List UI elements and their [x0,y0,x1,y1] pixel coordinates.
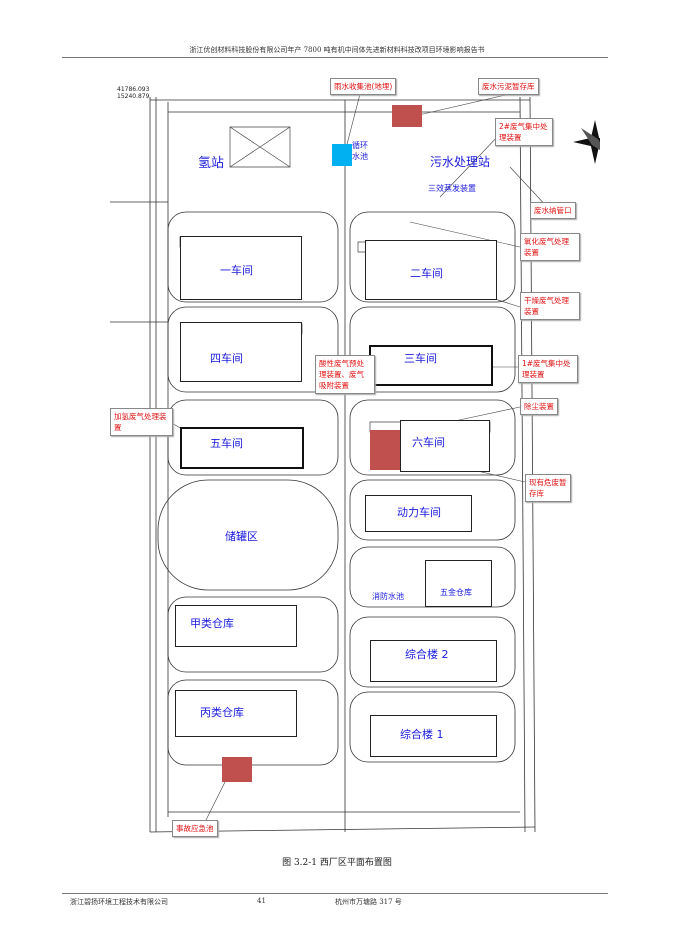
label-hydrogen-station: 氢站 [198,156,225,171]
workshop-3 [369,345,493,386]
label-tank-area: 储罐区 [225,530,258,543]
label-fire-pool: 消防水池 [372,592,404,601]
coordinate-y: 15240.879 [117,93,150,100]
emergency-pool-area [222,757,252,782]
label-hardware-warehouse: 五金仓库 [440,588,472,597]
footer-address: 杭州市万塘路 317 号 [335,898,402,906]
hazwaste-store-area [370,430,400,470]
callout-gas-treatment-1: 1#废气集中处理装置 [518,355,578,383]
label-workshop-4: 四车间 [210,352,243,365]
label-workshop-5: 五车间 [210,437,243,450]
label-workshop-6: 六车间 [412,436,445,449]
label-office-2: 综合楼 2 [405,648,449,661]
footer-rule [62,893,608,894]
label-workshop-3: 三车间 [404,352,437,365]
label-class-c-warehouse: 丙类仓库 [200,706,244,719]
workshop-5 [180,427,304,469]
power-workshop [365,495,472,532]
callout-hydrogenation-gas: 加氢废气处理装置 [110,408,173,436]
label-evaporator: 三效蒸发装置 [428,184,476,193]
callout-hazwaste-store: 现有危废暂存库 [525,474,571,502]
coordinate-x: 41786.093 [117,86,150,93]
office-building-1 [370,715,497,757]
site-plan-drawing [110,93,600,833]
label-workshop-1: 一车间 [220,264,253,277]
header-rule [62,57,608,58]
label-class-a-warehouse: 甲类仓库 [190,617,234,630]
label-workshop-2: 二车间 [410,267,443,280]
page-number: 41 [257,897,266,905]
label-office-1: 综合楼 1 [400,728,444,741]
workshop-6 [400,420,490,472]
callout-oxidation-gas: 氧化废气处理装置 [520,233,580,261]
callout-dust-removal: 除尘装置 [520,398,558,415]
callout-emergency-pool: 事故应急池 [172,820,218,837]
workshop-4 [180,322,302,382]
workshop-2 [365,240,497,300]
figure-caption: 图 3.2-1 西厂区平面布置图 [282,858,392,868]
class-a-warehouse [175,605,297,647]
hardware-warehouse [425,560,492,607]
rain-pool-area [332,144,352,166]
footer-company: 浙江碧扬环境工程技术有限公司 [70,898,168,906]
label-wastewater-station: 污水处理站 [430,155,491,169]
label-power-workshop: 动力车间 [397,506,441,519]
class-c-warehouse [175,690,297,737]
callout-sludge-store: 废水污泥暂存库 [478,78,539,95]
label-circulating-pool: 循环水池 [352,141,368,161]
callout-acid-gas: 酸性废气预处理装置、废气吸附装置 [315,355,375,394]
callout-drying-gas: 干燥废气处理装置 [520,292,580,320]
north-arrow-icon [573,120,600,164]
office-building-2 [370,640,497,682]
page-header: 浙江优创材料科技股份有限公司年产 7800 吨有机中间体先进新材料科技改项目环境… [189,46,485,54]
workshop-1 [180,236,302,300]
sludge-store-area [392,105,422,127]
callout-rain-pool: 雨水收集池(地埋) [330,78,397,95]
callout-discharge-outlet: 废水纳管口 [530,202,576,219]
callout-gas-treatment-2: 2#废气集中处理装置 [495,118,553,146]
